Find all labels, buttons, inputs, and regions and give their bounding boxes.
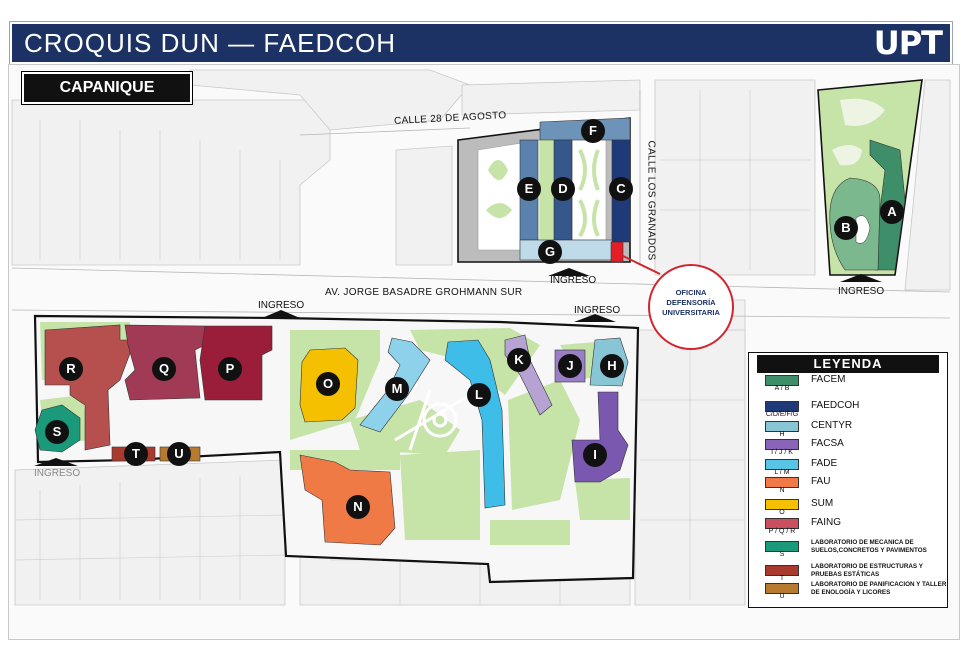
building-marker: T [124, 442, 148, 466]
page-title: CROQUIS DUN — FAEDCOH [24, 28, 397, 58]
legend-swatch [765, 541, 799, 552]
legend-label: CENTYR [811, 420, 853, 431]
ingreso-label: INGRESO [550, 275, 597, 286]
legend-code: I / J / K [771, 449, 793, 456]
building-marker: H [600, 354, 624, 378]
legend-code: O [779, 509, 785, 516]
legend-swatch [765, 401, 799, 412]
facem-block [817, 79, 923, 276]
legend-swatch [765, 499, 799, 510]
street-basadre: AV. JORGE BASADRE GROHMANN SUR [325, 287, 523, 298]
building-marker: L [467, 383, 491, 407]
oficina-defensoria: OFICINA DEFENSORÍA UNIVERSITARIA [648, 264, 734, 350]
building-marker: U [167, 442, 191, 466]
legend-swatch [765, 518, 799, 529]
building-marker: G [538, 240, 562, 264]
legend-code: L / M [774, 469, 790, 476]
legend-label: SUM [811, 498, 834, 509]
ingreso-label: INGRESO [258, 300, 305, 311]
building-marker: P [218, 357, 242, 381]
legend-swatch [765, 439, 799, 450]
legend-code: P / Q / R [768, 528, 796, 535]
road-edges [11, 90, 951, 319]
oficina-label: OFICINA DEFENSORÍA UNIVERSITARIA [662, 288, 720, 317]
legend-label: FAEDCOH [811, 400, 860, 411]
building-marker: R [59, 357, 83, 381]
legend-label: FACEM [811, 374, 846, 385]
legend-swatch [765, 583, 799, 594]
legend-swatch [765, 459, 799, 470]
upt-logo: UPT [873, 24, 943, 62]
building-marker: N [346, 495, 370, 519]
legend-label: FADE [811, 458, 838, 469]
legend-code: C/D/E/F/G [765, 411, 799, 418]
legend: LEYENDA A / B FACEM C/D/E/F/G FAEDCOH H CENTY… [748, 352, 948, 608]
building-marker: D [551, 177, 575, 201]
legend-title: LEYENDA [757, 355, 939, 373]
legend-swatch [765, 421, 799, 432]
legend-label: LABORATORIO DE PANIFICACION Y TALLER DE … [811, 581, 947, 596]
building-marker: C [609, 177, 633, 201]
legend-swatch [765, 375, 799, 386]
legend-code: T [779, 575, 785, 582]
legend-label: FACSA [811, 438, 844, 449]
main-campus [33, 314, 640, 584]
legend-code: A / B [774, 385, 790, 392]
header-bar: CROQUIS DUN — FAEDCOH UPT [9, 21, 953, 65]
building-marker: J [558, 354, 582, 378]
area-label: CAPANIQUE [21, 71, 193, 105]
ingreso-label: INGRESO [34, 468, 81, 479]
legend-label: LABORATORIO DE MECANICA DE SUELOS,CONCRE… [811, 539, 927, 554]
ingreso-arrows [34, 268, 882, 466]
legend-swatch [765, 565, 799, 576]
legend-label: FAU [811, 476, 831, 487]
building-marker: B [834, 216, 858, 240]
building-marker: K [507, 348, 531, 372]
building-marker: A [880, 200, 904, 224]
legend-label: LABORATORIO DE ESTRUCTURAS Y PRUEBAS EST… [811, 563, 923, 578]
ingreso-label: INGRESO [838, 286, 885, 297]
legend-code: S [779, 551, 785, 558]
legend-code: U [779, 593, 785, 600]
building-marker: Q [152, 357, 176, 381]
building-marker: I [583, 443, 607, 467]
building-marker: M [385, 377, 409, 401]
legend-swatch [765, 477, 799, 488]
legend-code: N [779, 487, 785, 494]
legend-code: H [779, 431, 785, 438]
building-marker: O [316, 372, 340, 396]
ingreso-label: INGRESO [574, 305, 621, 316]
street-los-granados: CALLE LOS GRANADOS [645, 140, 657, 261]
building-marker: S [45, 420, 69, 444]
building-marker: E [517, 177, 541, 201]
building-marker: F [581, 119, 605, 143]
legend-label: FAING [811, 517, 842, 528]
